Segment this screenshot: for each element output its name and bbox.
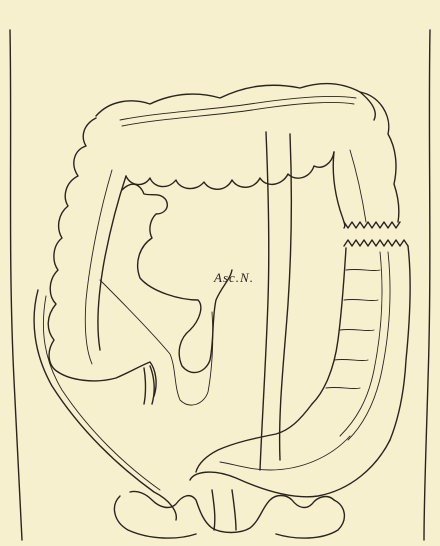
- cut-end-lower: [344, 240, 408, 246]
- sigmoid-colon-stripe: [220, 436, 350, 470]
- descending-colon-upper-inner: [333, 152, 345, 228]
- cut-end-upper: [344, 222, 400, 228]
- descending-colon-lower-inner: [312, 248, 346, 404]
- transverse-colon-taenia: [120, 96, 356, 120]
- sigmoid-colon-inner: [196, 404, 312, 472]
- left-tube-inner: [43, 296, 160, 490]
- ascending-colon-inner: [98, 176, 126, 350]
- cecum: [58, 362, 156, 396]
- pelvic-outline: [130, 491, 334, 532]
- body-outline-left: [10, 30, 22, 540]
- descending-colon-taenia: [350, 150, 366, 222]
- rectum: [212, 490, 236, 530]
- body-outline-right: [424, 30, 430, 540]
- ascending-colon-outer: [48, 118, 96, 372]
- left-tube-outer: [34, 290, 176, 520]
- descending-colon-upper-outer: [360, 92, 399, 222]
- central-tube-right: [280, 134, 292, 460]
- descending-colon-haustra: [326, 269, 380, 388]
- transverse-colon-outer: [96, 84, 375, 120]
- descending-colon-taenia-lower-2: [348, 252, 390, 440]
- appendix: [144, 366, 154, 404]
- annotation-label: Asc.N.: [214, 270, 254, 286]
- transverse-colon-haustra: [126, 152, 334, 189]
- descending-colon-lower-outer: [390, 246, 410, 440]
- descending-colon-taenia-lower: [340, 252, 382, 436]
